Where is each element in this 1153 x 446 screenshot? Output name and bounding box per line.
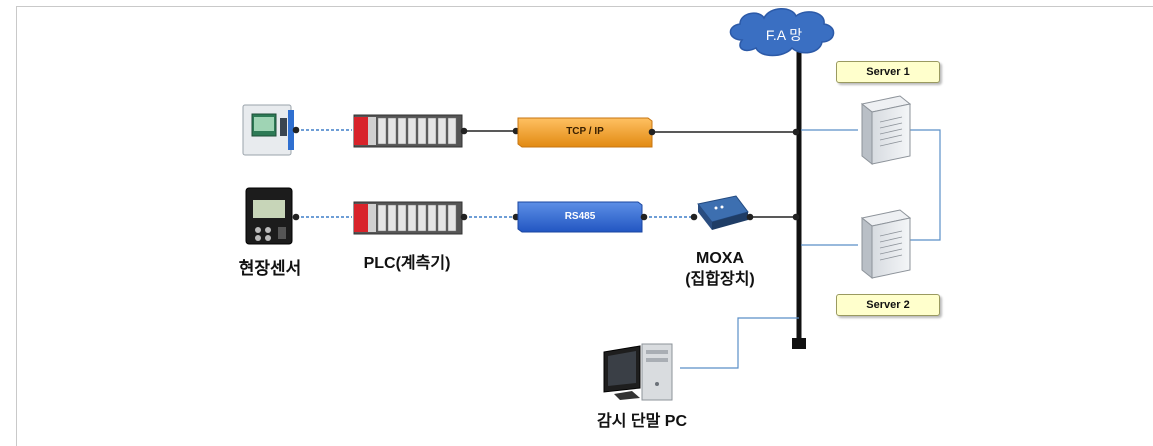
- moxa-device-icon: [697, 195, 749, 230]
- server2-label: Server 2: [836, 294, 940, 316]
- backbone-terminator: [792, 338, 806, 349]
- tcp-ip-label: TCP / IP: [566, 126, 604, 137]
- monitor-pc-label: 감시 단말 PC: [597, 413, 687, 430]
- diagram-frame: [16, 6, 1153, 446]
- cloud-label: F.A 망: [765, 27, 803, 43]
- plc-rack-icon: [353, 201, 463, 235]
- plc-label: PLC(계측기): [363, 255, 451, 272]
- moxa-label: MOXA: [696, 250, 744, 267]
- sensor-controller-icon: [245, 187, 293, 245]
- cloud-icon: [729, 8, 835, 57]
- plc-rack-icon: [353, 114, 463, 148]
- desktop-pc-icon: [603, 343, 673, 401]
- server-tower-icon: [860, 95, 912, 166]
- field-sensor-label: 현장센서: [238, 259, 302, 278]
- server-tower-icon: [860, 209, 912, 280]
- server1-label: Server 1: [836, 61, 940, 83]
- server-interconnect-link: [906, 129, 941, 241]
- rs485-box: [517, 201, 643, 233]
- tcp-ip-box: [517, 117, 653, 148]
- panel-meter-icon: [242, 104, 294, 156]
- moxa-sub-label: (집합장치): [685, 271, 755, 288]
- rs485-label: RS485: [564, 211, 596, 222]
- backbone-pc-link: [680, 317, 799, 369]
